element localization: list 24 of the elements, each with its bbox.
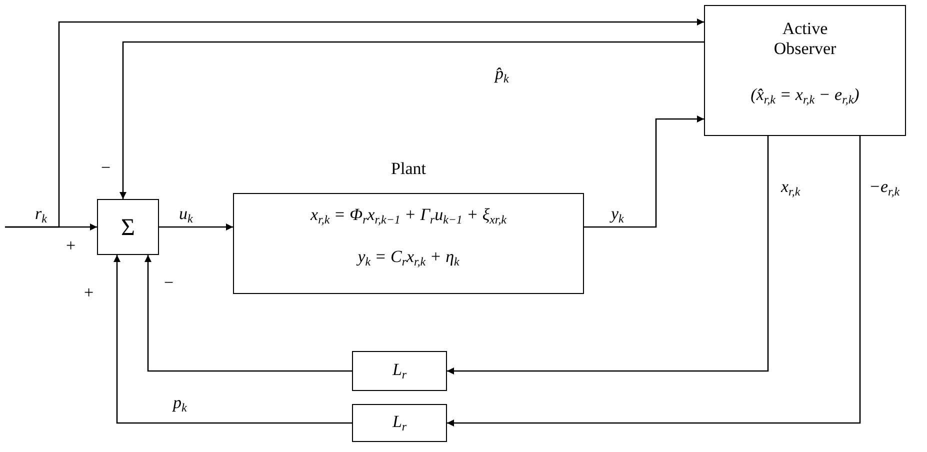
summing-junction-box — [97, 199, 159, 255]
arrow — [144, 255, 352, 372]
arrow — [584, 116, 704, 228]
sum-symbol: Σ — [121, 216, 135, 240]
arrow — [120, 41, 704, 199]
gain-label: L$_{r}$ — [392, 412, 407, 432]
arrow — [5, 18, 704, 228]
gain-label: L$_{r}$ — [392, 360, 407, 380]
block-title: Plant — [391, 159, 426, 179]
arrow — [114, 255, 352, 424]
minus-sign: − — [164, 273, 174, 293]
gain-box — [352, 351, 447, 391]
plus-sign: + — [84, 283, 94, 303]
block-title: Active Observer — [772, 19, 838, 59]
minus-sign: − — [101, 158, 111, 178]
observer-box — [704, 5, 906, 136]
gain-box — [352, 404, 447, 442]
plant-box — [233, 193, 584, 294]
plus-sign: + — [66, 236, 76, 256]
arrow — [447, 136, 769, 374]
output-equation: y$_{k}$ = C$_{r}$x$_{r,k}$ + η$_{k}$ — [358, 247, 460, 267]
observer-equation: (x̂$_{r,k}$ = x$_{r,k}$ − e$_{r,k}$) — [750, 85, 860, 105]
arrow — [447, 136, 861, 426]
arrow — [159, 224, 233, 230]
